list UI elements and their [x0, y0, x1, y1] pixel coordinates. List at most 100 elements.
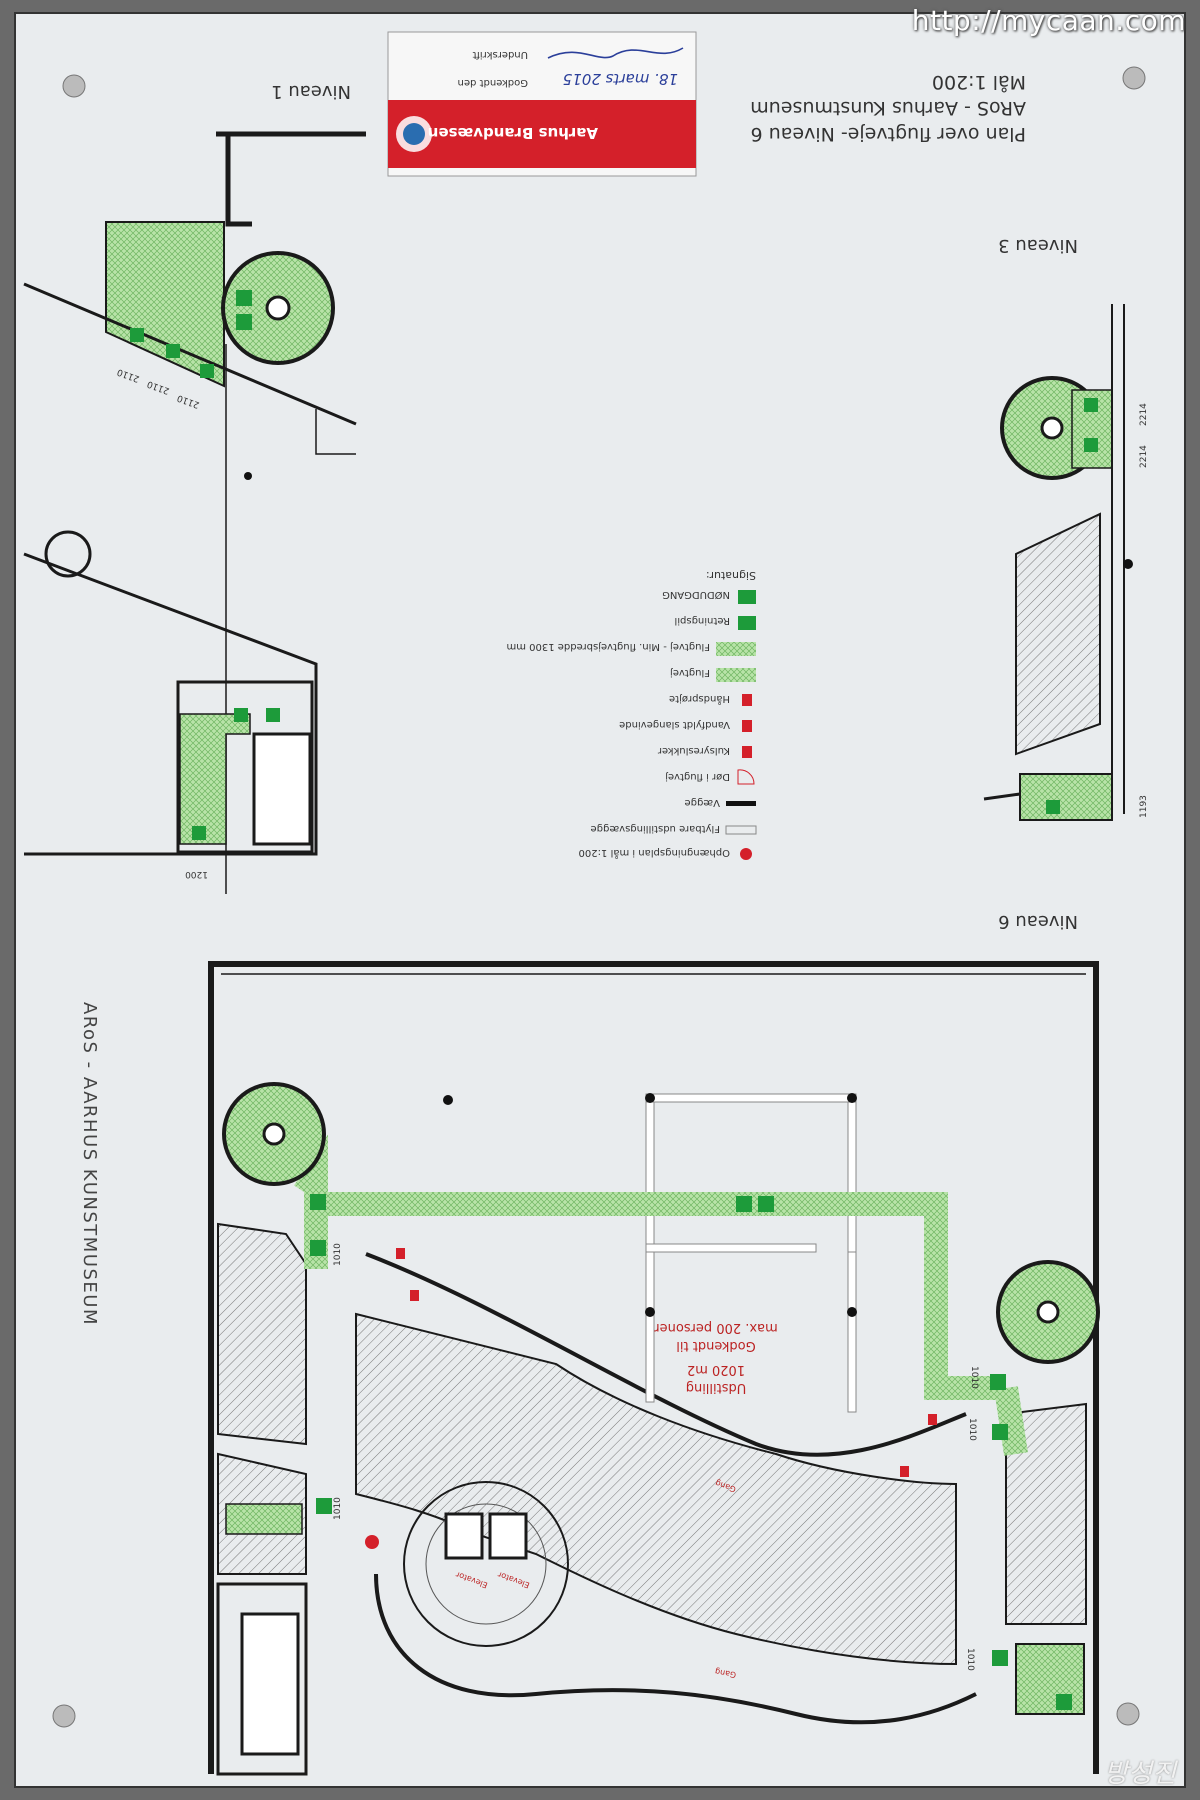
dimension-label: 2110	[176, 392, 201, 409]
movable-wall	[645, 1243, 817, 1253]
dimension-label: 2214	[1139, 445, 1149, 468]
corridor-label: Gang	[714, 1667, 736, 1680]
exit-sign-icon	[130, 328, 144, 342]
svg-text:Flugtvej: Flugtvej	[670, 667, 710, 678]
title-line-2: ARoS - Aarhus Kunstmuseum	[750, 97, 1026, 119]
movable-wall-swatch	[725, 825, 757, 835]
wall-swatch	[726, 801, 756, 806]
elevator-box	[444, 1512, 484, 1560]
fire-department-stamp: Aarhus Brandvæsen Godkendt den Underskri…	[387, 31, 697, 177]
outer-wall	[208, 961, 1099, 1774]
shaft	[240, 1612, 300, 1756]
exit-sign-icon	[1056, 1694, 1072, 1710]
dimension-label: 1010	[333, 1497, 343, 1520]
hand-extinguisher-icon	[742, 694, 752, 706]
location-dot	[1123, 559, 1133, 569]
title-line-1: Plan over flugtveje- Niveau 6	[751, 123, 1026, 145]
stair-core	[262, 1122, 286, 1146]
stair-core	[1040, 416, 1064, 440]
stamp-approved-date: 18. marts 2015	[563, 70, 678, 88]
legend-item: Kulsyreslukker	[657, 745, 752, 758]
you-are-here-dot	[365, 1535, 379, 1549]
stair-core	[1036, 1300, 1060, 1324]
atrium-inner	[425, 1503, 547, 1625]
exit-sign-icon	[1046, 800, 1060, 814]
hatched-zone	[1005, 1402, 1087, 1625]
hatched-zone	[217, 1222, 307, 1446]
curved-wall	[374, 1573, 977, 1725]
stamp-signature-label: Underskrift	[472, 49, 528, 60]
escape-route-area	[1019, 773, 1113, 821]
column	[645, 1093, 655, 1103]
screw-icon	[52, 1704, 76, 1728]
wall	[983, 792, 1021, 801]
elevator-label: Elevator	[496, 1570, 531, 1590]
column	[44, 530, 92, 578]
fire-extinguisher-icon	[928, 1414, 937, 1425]
door-icon	[737, 769, 755, 785]
legend-item: Retningspil	[675, 615, 756, 630]
corner-signature: 방성진	[1104, 1759, 1176, 1789]
exit-sign-icon	[1084, 438, 1098, 452]
shaft	[252, 732, 312, 846]
arrow-icon	[758, 1196, 774, 1212]
legend-item: Flytbare udstillingsvægge	[591, 823, 757, 835]
hose-reel-icon	[410, 1290, 419, 1301]
hose-reel-icon	[742, 720, 752, 732]
stair-core	[265, 295, 291, 321]
movable-wall	[645, 1251, 655, 1403]
gallery-hatched-zone	[355, 1312, 957, 1666]
level-3-label: Niveau 3	[998, 235, 1078, 256]
movable-wall	[847, 1251, 857, 1413]
exit-sign-icon	[738, 590, 756, 604]
exit-sign-icon	[310, 1240, 326, 1256]
svg-text:Kulsyreslukker: Kulsyreslukker	[657, 745, 730, 756]
level-1-label: Niveau 1	[271, 81, 351, 102]
escape-route-area	[1015, 1643, 1085, 1715]
title-line-3: Mål 1:200	[932, 71, 1026, 94]
watermark-url: http://mycaan.com	[911, 4, 1186, 37]
dimension-label: 2110	[146, 378, 171, 395]
wall	[23, 552, 318, 856]
dimension-label: 1193	[1139, 795, 1149, 818]
svg-text:Flytbare udstillingsvægge: Flytbare udstillingsvægge	[591, 823, 720, 834]
stair-core-box	[216, 1582, 308, 1776]
museum-side-label: ARoS - AARHUS KUNSTMUSEUM	[79, 1002, 100, 1326]
legend-item: Ophængningsplan i mål 1:200	[579, 847, 752, 860]
dimension-label: 1010	[965, 1648, 975, 1671]
legend-item: Vægge	[684, 797, 756, 808]
dimension-label: 2110	[116, 366, 141, 383]
fire-extinguisher-icon	[396, 1248, 405, 1259]
legend-item: Flugtvej - Min. flugtvejsbredde 1300 mm	[506, 641, 756, 656]
legend-item: NØDUDGANG	[662, 589, 756, 604]
svg-text:NØDUDGANG: NØDUDGANG	[662, 589, 730, 601]
column	[847, 1307, 857, 1317]
exit-sign-icon	[192, 826, 206, 840]
escape-route	[294, 1134, 328, 1269]
mounting-screws	[52, 66, 1146, 1728]
svg-text:1020 m2: 1020 m2	[687, 1362, 745, 1377]
floor-plan-drawing: Aarhus Brandvæsen Godkendt den Underskri…	[23, 31, 1149, 1776]
atrium-stair	[403, 1481, 569, 1647]
elevator-box	[488, 1512, 528, 1560]
svg-text:Vandfyldt slangevinde: Vandfyldt slangevinde	[619, 719, 730, 730]
escape-route-area	[225, 1503, 303, 1535]
legend-item: Vandfyldt slangevinde	[619, 719, 752, 732]
escape-route-swatch	[716, 642, 756, 656]
svg-text:Godkendt til: Godkendt til	[676, 1338, 755, 1353]
column	[645, 1307, 655, 1317]
escape-route-area	[179, 713, 251, 845]
screw-icon	[1116, 1702, 1140, 1726]
stamp-red-band	[388, 100, 696, 168]
exit-sign-icon	[236, 314, 252, 330]
dimension-label: 1200	[185, 869, 208, 879]
svg-text:max. 200 personer: max. 200 personer	[654, 1320, 778, 1335]
svg-text:Flugtvej - Min. flugtvejsbredd: Flugtvej - Min. flugtvejsbredde 1300 mm	[506, 641, 710, 652]
elevator-label: Elevator	[454, 1570, 489, 1590]
dimension-label: 2214	[1139, 403, 1149, 426]
location-dot	[244, 472, 252, 480]
movable-wall	[645, 1093, 857, 1103]
hatched-zone	[1015, 512, 1101, 756]
legend-item: Flugtvej	[670, 667, 756, 682]
